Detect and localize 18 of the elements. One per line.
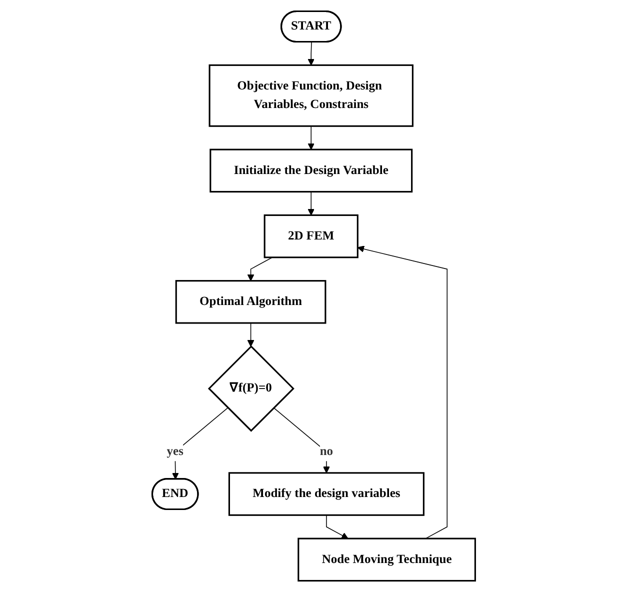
edge-label: yes xyxy=(166,444,184,458)
node-box: Node Moving Technique xyxy=(297,538,476,582)
arrow xyxy=(273,407,330,474)
arrow xyxy=(247,322,254,347)
node-box: Initialize the Design Variable xyxy=(209,148,412,193)
arrow xyxy=(307,191,314,216)
node-diamond: ∇f(P)=0 xyxy=(208,345,294,432)
arrow xyxy=(307,126,314,150)
arrow xyxy=(326,514,348,539)
node-box: 2D FEM xyxy=(264,214,358,258)
arrow xyxy=(172,407,228,480)
node-box: Modify the design variables xyxy=(228,472,424,516)
node-box: Objective Function, Design Variables, Constrains xyxy=(208,64,414,127)
arrow xyxy=(247,256,272,282)
node-box: Optimal Algorithm xyxy=(175,280,326,324)
arrow xyxy=(357,246,448,539)
arrow xyxy=(307,42,314,66)
edge-label: no xyxy=(320,444,333,458)
